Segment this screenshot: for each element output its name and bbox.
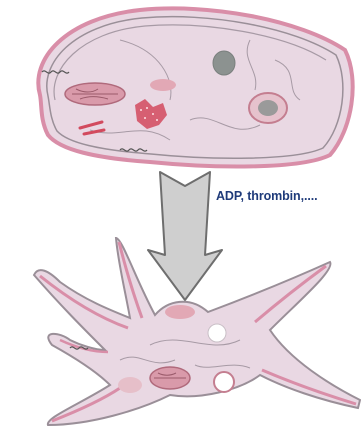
down-arrow [148, 172, 222, 300]
membrane-bud [165, 305, 195, 319]
dense-granule-gray [213, 51, 235, 75]
granule-faint [118, 377, 142, 393]
down-arrow-shape [148, 172, 222, 300]
vesicle-white-top [208, 324, 226, 342]
alpha-granule-core [258, 100, 278, 116]
stimulus-label: ADP, thrombin,.... [216, 189, 317, 203]
alpha-granule-small [150, 79, 176, 91]
vesicle-white-right [214, 372, 234, 392]
resting-platelet [38, 8, 352, 166]
